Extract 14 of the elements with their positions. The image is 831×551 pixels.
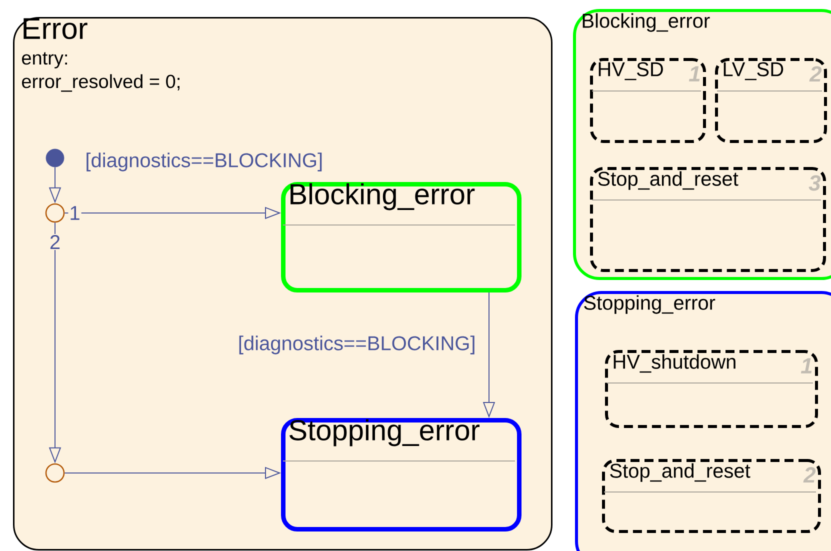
edge-label: 1 <box>68 205 82 221</box>
substate-box: HV_SD 1 <box>590 58 706 143</box>
state-box: Blocking_error <box>281 182 522 292</box>
substate-box: Stop_and_reset 2 <box>602 459 821 533</box>
edge-label: 2 <box>48 234 62 250</box>
substate-box: LV_SD 2 <box>715 58 827 143</box>
substate-box: Stop_and_reset 3 <box>590 167 826 272</box>
default-transition-dot <box>46 148 64 168</box>
substate-box: HV_shutdown 1 <box>605 350 818 428</box>
junction-circle <box>45 203 65 223</box>
junction-circle <box>45 463 65 483</box>
state-box: Stopping_error <box>281 418 522 532</box>
edge-label: [diagnostics==BLOCKING] <box>236 334 477 356</box>
edge-label: [diagnostics==BLOCKING] <box>84 152 324 172</box>
